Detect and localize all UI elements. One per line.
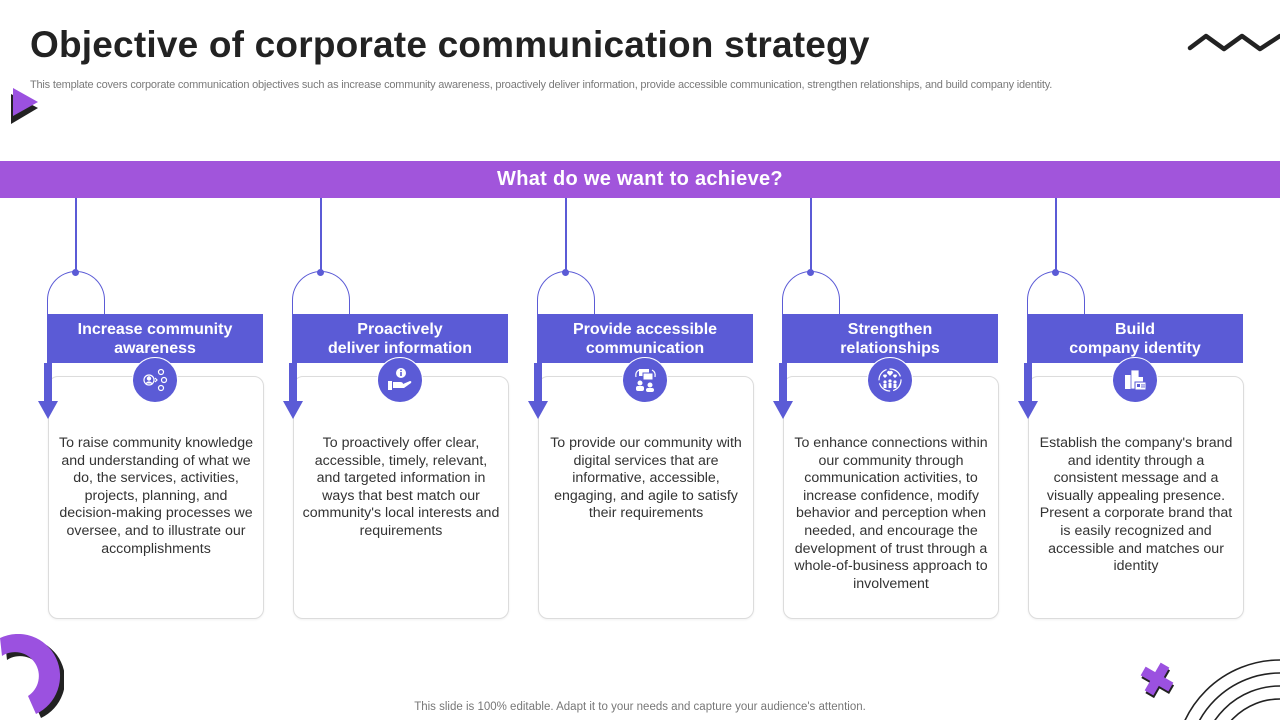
goal-banner: What do we want to achieve? — [0, 161, 1280, 198]
connector-line — [320, 198, 322, 273]
objective-card: To enhance connections within our commun… — [783, 376, 999, 619]
objective-description: To raise community knowledge and underst… — [59, 435, 253, 557]
down-arrow-icon — [773, 363, 793, 419]
connector-line — [810, 198, 812, 273]
objective-column: To enhance connections within our commun… — [773, 198, 1000, 623]
objective-description: Establish the company's brand and identi… — [1039, 435, 1233, 575]
ring-segment-decoration-icon — [0, 634, 64, 718]
connector-dot — [562, 269, 569, 276]
objective-card: To provide our community with digital se… — [538, 376, 754, 619]
connector-arch — [782, 271, 840, 316]
objective-title: Increase community awareness — [47, 314, 263, 363]
play-triangle-decoration-icon — [11, 88, 38, 124]
connector-arch — [537, 271, 595, 316]
objective-title: Provide accessible communication — [537, 314, 753, 363]
objective-title: Proactively deliver information — [292, 314, 508, 363]
objective-column: To provide our community with digital se… — [528, 198, 755, 623]
down-arrow-icon — [1018, 363, 1038, 419]
page-title: Objective of corporate communication str… — [30, 24, 870, 65]
connector-dot — [317, 269, 324, 276]
footer-note: This slide is 100% editable. Adapt it to… — [414, 701, 866, 713]
objective-card: To proactively offer clear, accessible, … — [293, 376, 509, 619]
objective-title: Strengthen relationships — [782, 314, 998, 363]
plus-decoration-icon — [1140, 662, 1175, 699]
connector-line — [565, 198, 567, 273]
objective-card: Establish the company's brand and identi… — [1028, 376, 1244, 619]
hand-info-icon — [377, 357, 423, 403]
page-subtitle: This template covers corporate communica… — [30, 79, 1053, 91]
objective-title: Build company identity — [1027, 314, 1243, 363]
objective-column: Establish the company's brand and identi… — [1018, 198, 1245, 623]
people-hearts-icon — [867, 357, 913, 403]
connector-dot — [1052, 269, 1059, 276]
connector-arch — [292, 271, 350, 316]
people-chat-icon — [622, 357, 668, 403]
objective-column: To proactively offer clear, accessible, … — [283, 198, 510, 623]
objective-column: To raise community knowledge and underst… — [38, 198, 265, 623]
connector-dot — [72, 269, 79, 276]
down-arrow-icon — [38, 363, 58, 419]
connector-line — [1055, 198, 1057, 273]
objective-description: To provide our community with digital se… — [550, 435, 742, 522]
connector-arch — [47, 271, 105, 316]
community-network-icon — [132, 357, 178, 403]
objective-description: To enhance connections within our commun… — [794, 435, 988, 592]
down-arrow-icon — [283, 363, 303, 419]
connector-arch — [1027, 271, 1085, 316]
zigzag-decoration-icon — [1187, 33, 1280, 52]
buildings-id-card-icon — [1112, 357, 1158, 403]
down-arrow-icon — [528, 363, 548, 419]
objective-card: To raise community knowledge and underst… — [48, 376, 264, 619]
connector-dot — [807, 269, 814, 276]
connector-line — [75, 198, 77, 273]
objective-description: To proactively offer clear, accessible, … — [302, 435, 500, 539]
